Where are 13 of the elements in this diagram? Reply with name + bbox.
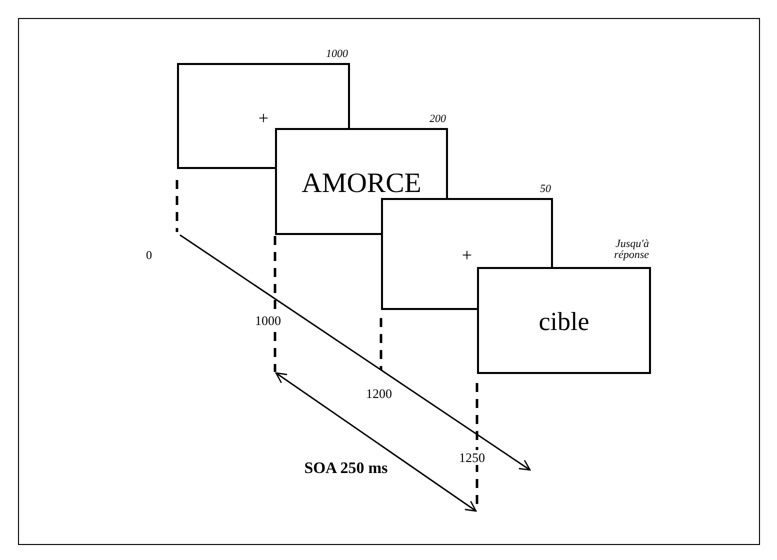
time-tick-label: 1000 [254, 313, 282, 328]
time-tick-label: 0 [145, 248, 153, 262]
duration-label: Jusqu'à réponse [613, 239, 649, 261]
prime-word: AMORCE [302, 168, 422, 199]
time-tick-label: 1250 [458, 450, 486, 465]
duration-label: 50 [539, 184, 551, 195]
fixation-cross: + [462, 245, 472, 265]
duration-label: 200 [428, 114, 446, 125]
target-screen [477, 267, 651, 374]
target-word: cible [538, 307, 590, 336]
duration-label: 1000 [325, 49, 348, 60]
fixation-cross: + [258, 108, 269, 128]
time-tick-label: 1200 [365, 386, 393, 401]
